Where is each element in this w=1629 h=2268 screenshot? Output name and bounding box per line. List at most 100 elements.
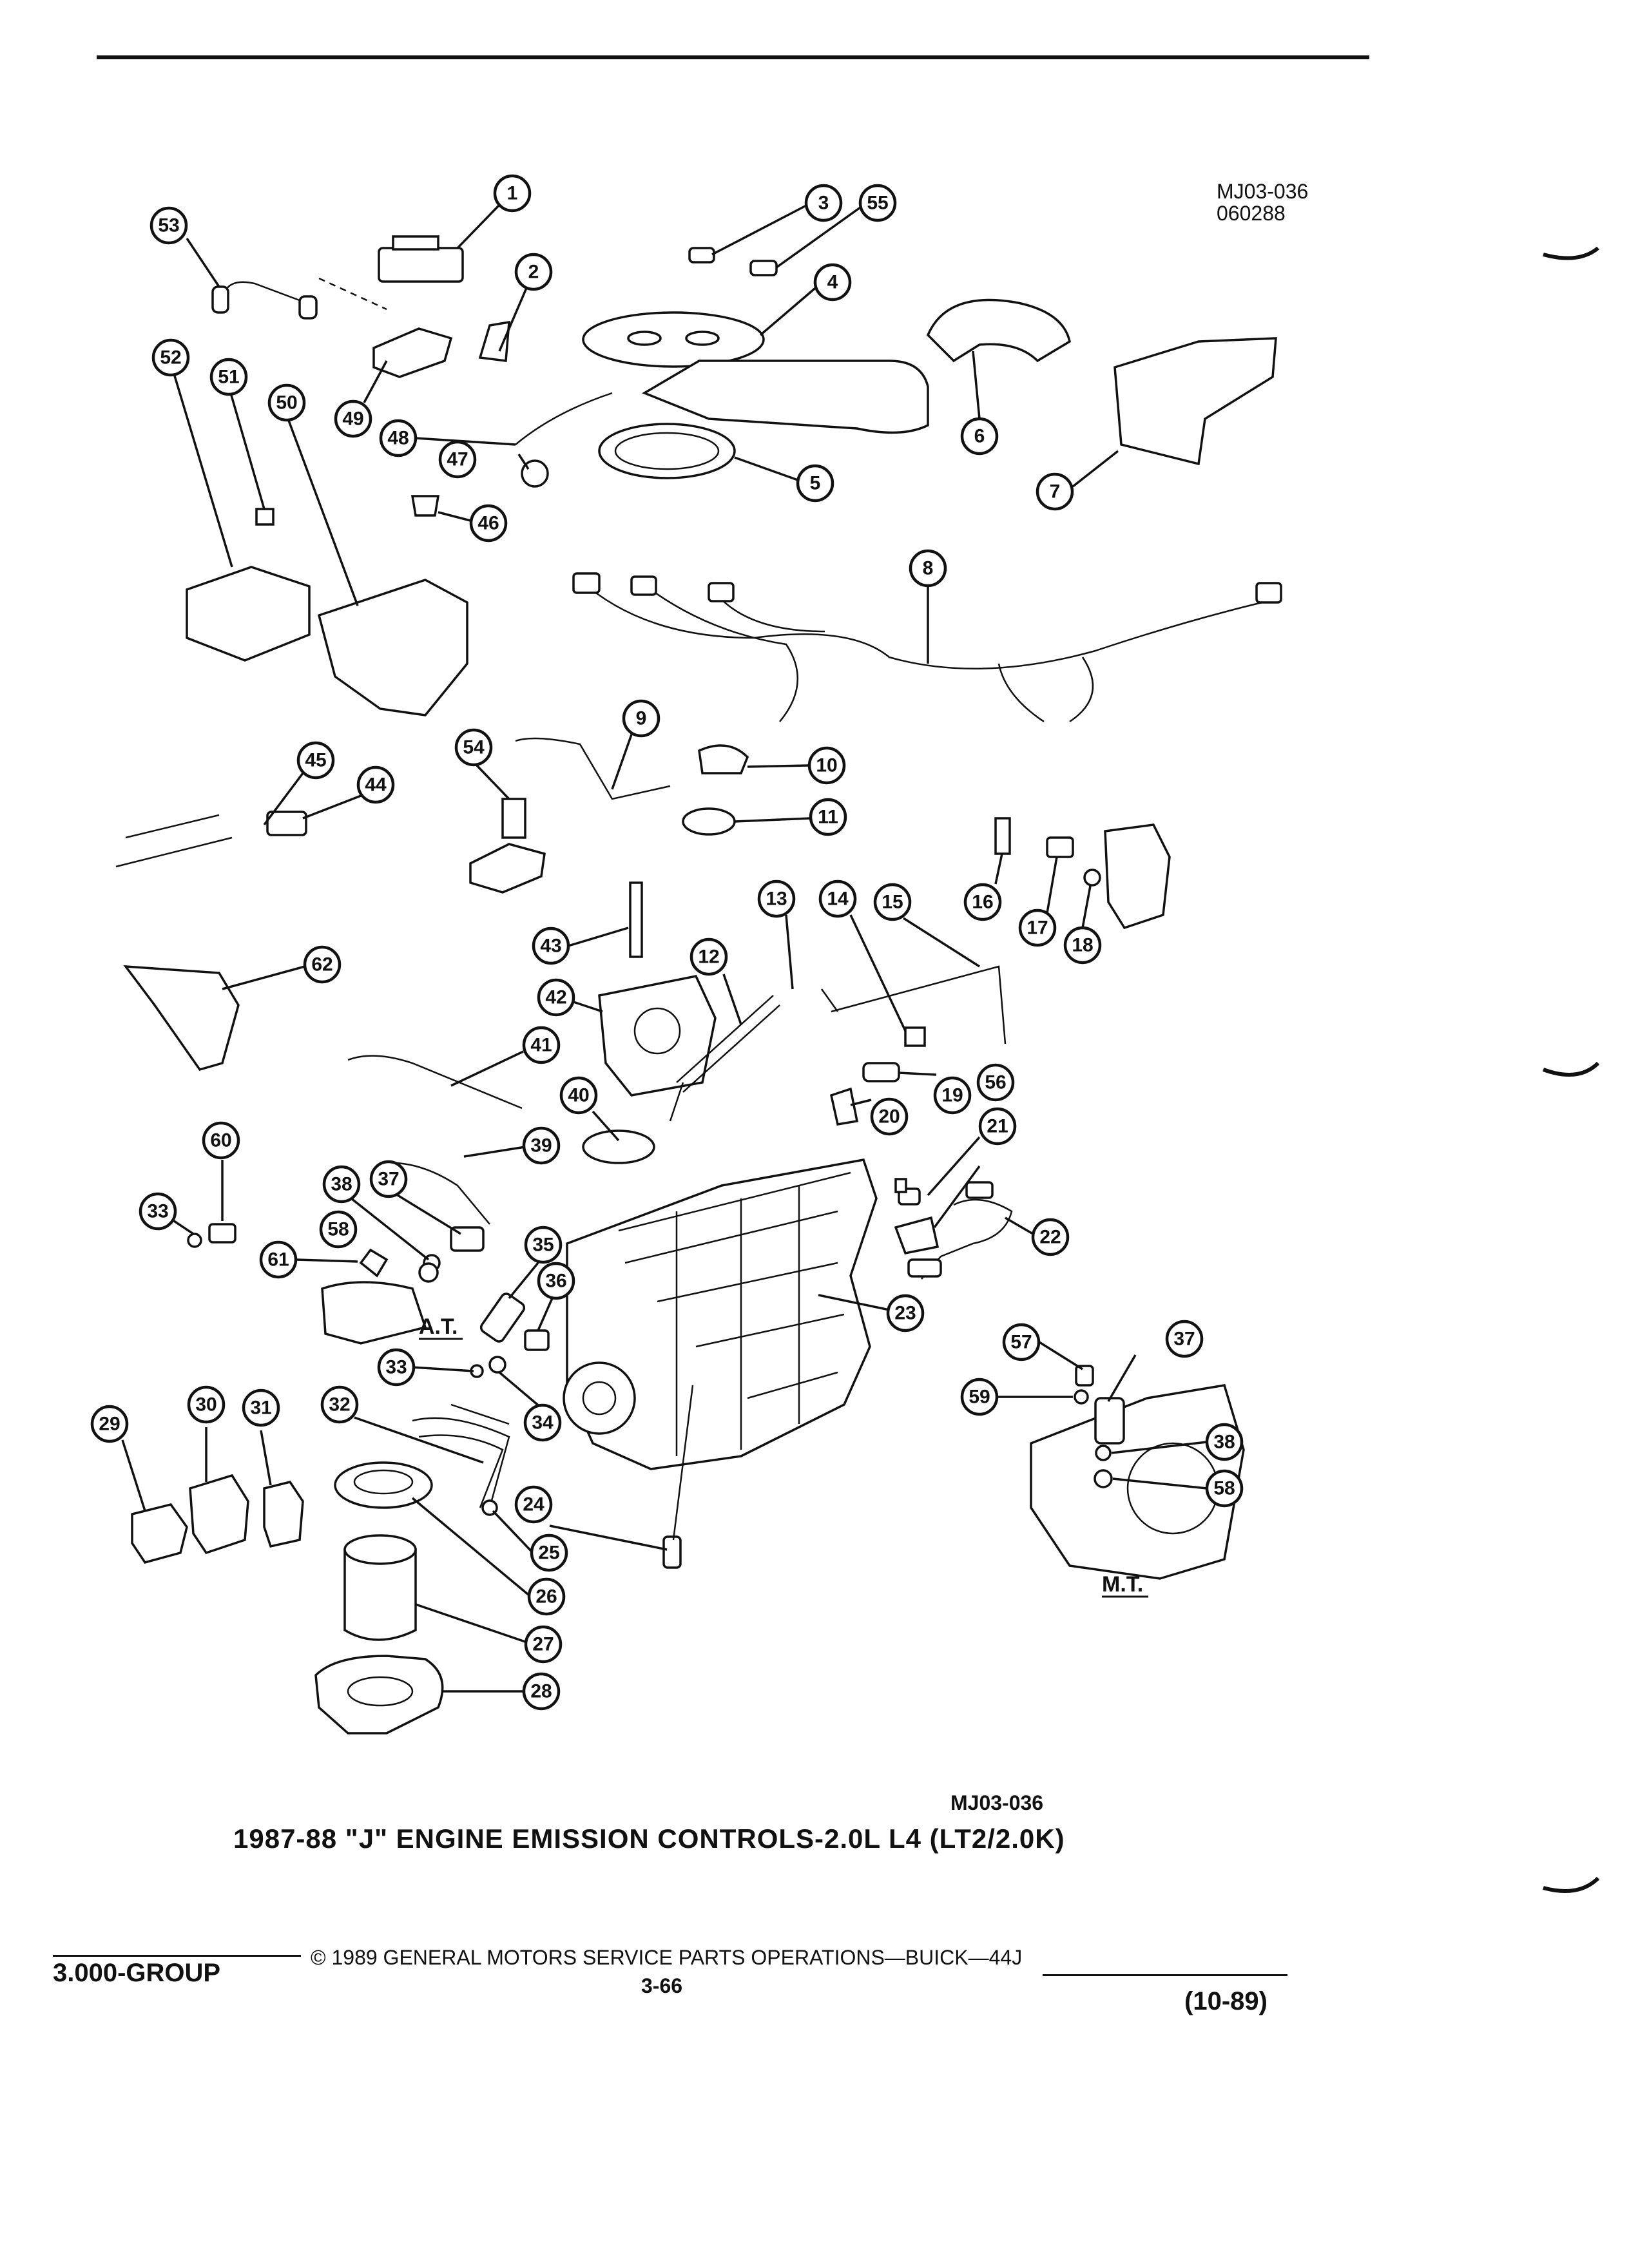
part-3-clip bbox=[688, 247, 715, 264]
leader-lines bbox=[121, 204, 1208, 1693]
part-60-sensor bbox=[208, 1223, 236, 1244]
callout-46: 46 bbox=[469, 504, 508, 543]
callout-54: 54 bbox=[454, 728, 493, 767]
callout-50: 50 bbox=[267, 383, 306, 422]
part-45-bracket-lines bbox=[115, 814, 233, 868]
part-32-wiring bbox=[412, 1403, 510, 1508]
callout-52: 52 bbox=[151, 338, 190, 377]
svg-text:30: 30 bbox=[195, 1394, 217, 1416]
callout-55: 55 bbox=[858, 184, 897, 222]
callout-27: 27 bbox=[524, 1625, 563, 1664]
callout-38-at: 38 bbox=[322, 1165, 361, 1204]
callout-37-mt: 37 bbox=[1165, 1320, 1204, 1358]
part-30-bracket bbox=[189, 1474, 249, 1555]
part-2-clip bbox=[478, 320, 510, 362]
svg-text:27: 27 bbox=[532, 1634, 554, 1655]
svg-text:25: 25 bbox=[538, 1542, 559, 1564]
svg-text:17: 17 bbox=[1027, 918, 1048, 939]
reference-code-id: MJ03-036 bbox=[1217, 180, 1309, 203]
part-61-clip bbox=[359, 1248, 389, 1278]
callout-36: 36 bbox=[537, 1262, 575, 1300]
callout-15: 15 bbox=[873, 883, 912, 921]
svg-text:34: 34 bbox=[532, 1412, 554, 1434]
callout-53: 53 bbox=[149, 206, 188, 245]
label-manual-transaxle: M.T. bbox=[1102, 1572, 1143, 1597]
callout-59: 59 bbox=[960, 1378, 999, 1416]
svg-text:11: 11 bbox=[818, 807, 838, 828]
part-22-wiring bbox=[921, 1198, 1013, 1280]
part-14-connector bbox=[904, 1026, 926, 1047]
svg-text:31: 31 bbox=[250, 1398, 271, 1419]
part-53-end-b bbox=[298, 295, 318, 320]
part-18-bracket bbox=[1104, 823, 1171, 930]
callout-47: 47 bbox=[438, 440, 477, 479]
svg-text:1: 1 bbox=[507, 183, 518, 204]
part-33-washer bbox=[187, 1233, 202, 1248]
part-34-fitting bbox=[488, 1356, 506, 1374]
svg-text:56: 56 bbox=[985, 1072, 1006, 1093]
part-6-duct bbox=[926, 298, 1071, 363]
callout-40: 40 bbox=[559, 1076, 598, 1115]
part-5-gasket bbox=[598, 423, 736, 479]
svg-text:20: 20 bbox=[878, 1106, 900, 1128]
svg-text:18: 18 bbox=[1072, 935, 1093, 956]
part-61-transaxle-housing bbox=[321, 1281, 427, 1345]
callout-13: 13 bbox=[757, 879, 796, 918]
callout-4: 4 bbox=[813, 263, 852, 302]
part-43-stud bbox=[629, 881, 643, 958]
part-27-canister bbox=[343, 1534, 417, 1641]
part-51-screw bbox=[255, 508, 275, 526]
part-38-mt-washer bbox=[1095, 1445, 1112, 1461]
part-48-hose bbox=[515, 392, 613, 445]
svg-text:28: 28 bbox=[530, 1681, 552, 1702]
svg-text:33: 33 bbox=[385, 1357, 407, 1378]
callout-61: 61 bbox=[259, 1240, 298, 1279]
part-36-connector bbox=[524, 1329, 550, 1351]
footer-rule-left bbox=[53, 1955, 301, 1957]
callout-9: 9 bbox=[622, 699, 660, 738]
part-35-switch bbox=[479, 1293, 526, 1343]
svg-text:12: 12 bbox=[698, 947, 719, 968]
callout-48: 48 bbox=[379, 419, 418, 457]
svg-text:3: 3 bbox=[818, 193, 829, 214]
callout-32: 32 bbox=[320, 1385, 359, 1424]
svg-text:52: 52 bbox=[160, 347, 181, 369]
callout-5: 5 bbox=[796, 464, 834, 503]
part-49-bracket bbox=[372, 327, 453, 378]
part-1-sensor bbox=[378, 235, 464, 283]
svg-text:23: 23 bbox=[894, 1303, 916, 1324]
part-40-gasket bbox=[582, 1129, 655, 1164]
part-57-bolt bbox=[1075, 1365, 1094, 1387]
callout-7: 7 bbox=[1036, 472, 1074, 511]
svg-text:7: 7 bbox=[1050, 481, 1061, 503]
svg-text:62: 62 bbox=[311, 954, 333, 975]
part-11-gasket bbox=[682, 807, 736, 836]
svg-text:58: 58 bbox=[1213, 1478, 1235, 1499]
callout-10: 10 bbox=[807, 746, 846, 785]
svg-text:32: 32 bbox=[329, 1394, 350, 1416]
svg-text:14: 14 bbox=[827, 889, 849, 910]
callout-18: 18 bbox=[1063, 926, 1102, 965]
part-56-tip bbox=[894, 1178, 907, 1193]
svg-text:45: 45 bbox=[305, 750, 326, 771]
part-37-mt-sensor bbox=[1094, 1397, 1125, 1445]
reference-code-date: 060288 bbox=[1217, 202, 1286, 225]
part-55-sensor bbox=[749, 260, 778, 276]
margin-mark-top bbox=[1543, 246, 1599, 260]
part-42-throttle-body bbox=[598, 975, 717, 1097]
part-26-cover bbox=[334, 1461, 433, 1509]
callout-38-mt: 38 bbox=[1205, 1423, 1244, 1461]
callout-44: 44 bbox=[356, 765, 395, 804]
footer-page-number: 3-66 bbox=[641, 1974, 683, 1997]
part-22-sensor bbox=[907, 1258, 942, 1278]
svg-text:5: 5 bbox=[810, 473, 821, 494]
part-53-hose bbox=[221, 281, 304, 303]
part-18-nut bbox=[1083, 869, 1101, 887]
callout-42: 42 bbox=[537, 978, 575, 1017]
callout-41: 41 bbox=[522, 1026, 561, 1064]
part-59-washer bbox=[1074, 1389, 1089, 1405]
svg-text:35: 35 bbox=[532, 1235, 554, 1256]
callout-33-upper: 33 bbox=[139, 1192, 177, 1231]
part-24-sensor bbox=[662, 1535, 682, 1569]
